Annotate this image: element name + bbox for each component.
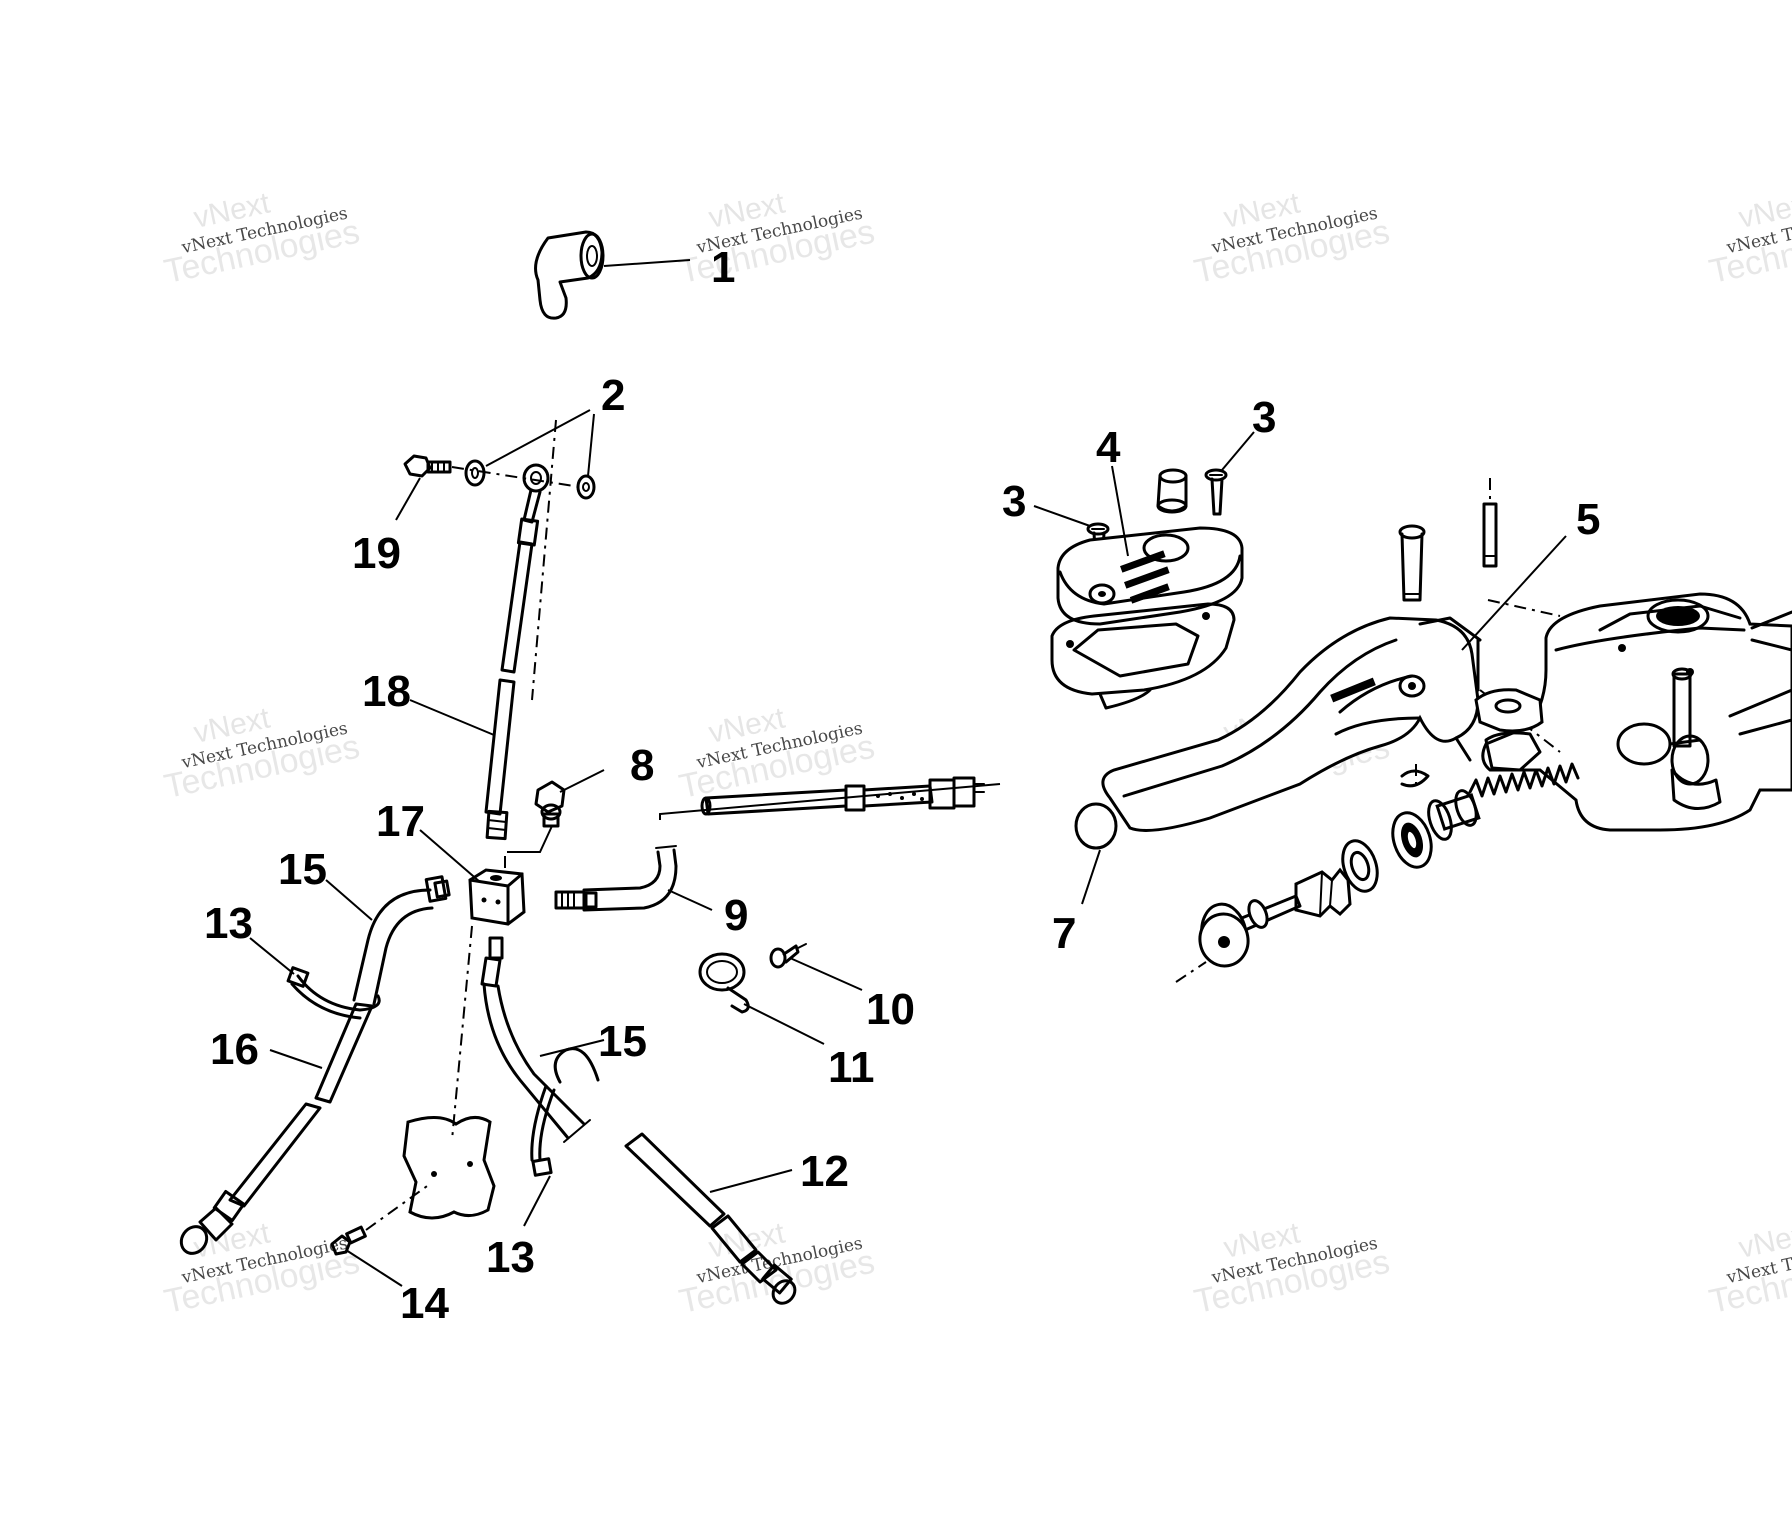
- part-bracket: [1474, 688, 1544, 772]
- part-bleeder-valve: [534, 780, 566, 828]
- part-elbow-hose: [554, 845, 678, 912]
- callout-2: 2: [601, 371, 625, 420]
- part-boot: [1294, 867, 1352, 918]
- part-cover-screw: [1204, 468, 1228, 516]
- centerline: [365, 1183, 431, 1231]
- watermark: vNext vNext Technologies Technologies: [676, 1216, 878, 1321]
- part-brake-line-rear: [179, 1002, 374, 1255]
- part-reservoir-cover: [1056, 526, 1244, 626]
- callout-4: 4: [1096, 423, 1121, 472]
- callout-16: 16: [210, 1025, 259, 1074]
- part-brake-lever: [1074, 616, 1482, 850]
- part-reservoir-plug: [1156, 468, 1188, 514]
- callout-13: 13: [204, 899, 253, 948]
- part-master-cylinder: [1481, 592, 1792, 832]
- watermark: vNext vNext Technologies Technologies: [161, 701, 363, 806]
- part-e-clip: [1400, 769, 1430, 788]
- callout-15: 15: [598, 1017, 647, 1066]
- part-pivot-pin: [1482, 478, 1498, 568]
- callout-17: 17: [376, 797, 425, 846]
- callout-18: 18: [362, 667, 411, 716]
- centerline: [1175, 961, 1207, 983]
- part-washer: [464, 459, 486, 487]
- part-braided-line: [700, 776, 985, 816]
- callout-11: 11: [828, 1043, 875, 1092]
- part-clamp: [698, 952, 750, 1014]
- centerline: [507, 825, 553, 853]
- part-piston: [1427, 789, 1481, 841]
- part-banjo-eye: [516, 463, 550, 547]
- callout-3: 3: [1252, 393, 1276, 442]
- watermark: vNext vNext Technologies Technologies: [1191, 186, 1393, 291]
- part-tee-fitting: [534, 230, 691, 320]
- part-washer: [1341, 839, 1379, 893]
- part-mounting-plate: [402, 1116, 496, 1220]
- part-brake-line-upper: [484, 540, 534, 841]
- watermark: vNext vNext Technologies Technologies: [1706, 186, 1792, 291]
- part-zip-tie: [530, 1047, 600, 1177]
- part-banjo-bolt: [403, 454, 452, 478]
- leader-lines: [249, 409, 1567, 1287]
- watermark: vNext vNext Technologies Technologies: [1191, 1216, 1393, 1321]
- part-washer: [576, 474, 596, 500]
- part-brake-hose-left: [352, 875, 451, 1006]
- part-rivet: [769, 943, 807, 969]
- part-junction-block: [468, 868, 526, 926]
- centerline: [531, 419, 557, 701]
- callout-15: 15: [278, 845, 327, 894]
- callout-1: 1: [711, 243, 735, 292]
- part-end-cap: [1198, 902, 1250, 968]
- callout-10: 10: [866, 985, 915, 1034]
- watermark: vNext vNext Technologies Technologies: [161, 186, 363, 291]
- callout-9: 9: [724, 891, 748, 940]
- part-seal: [1391, 811, 1433, 869]
- part-spring: [1468, 762, 1580, 798]
- centerline: [451, 466, 581, 488]
- centerline: [659, 783, 1001, 820]
- part-brake-line-front: [624, 1132, 797, 1305]
- watermark: vNext vNext Technologies Technologies: [676, 186, 878, 291]
- callout-5: 5: [1576, 495, 1600, 544]
- callout-8: 8: [630, 741, 654, 790]
- callout-7: 7: [1052, 909, 1076, 958]
- part-mount-edge: [1728, 688, 1792, 736]
- part-diaphragm: [1050, 602, 1236, 710]
- callout-labels: 1 2 3 3 4 5 7 8 9 10 11 12 13 13 14 15 1…: [204, 243, 1600, 1328]
- centerline: [451, 925, 473, 1141]
- callout-19: 19: [352, 529, 401, 578]
- callout-12: 12: [800, 1147, 849, 1196]
- callout-14: 14: [400, 1279, 449, 1328]
- callout-13: 13: [486, 1233, 535, 1282]
- watermark: vNext vNext Technologies Technologies: [1706, 1216, 1792, 1321]
- part-brake-hose-right: [480, 936, 591, 1143]
- watermark: vNext vNext Technologies Technologies: [161, 1216, 363, 1321]
- callout-3: 3: [1002, 477, 1026, 526]
- part-zip-tie: [286, 966, 381, 1020]
- part-pivot-pin: [1398, 524, 1426, 602]
- part-screw: [330, 1225, 367, 1256]
